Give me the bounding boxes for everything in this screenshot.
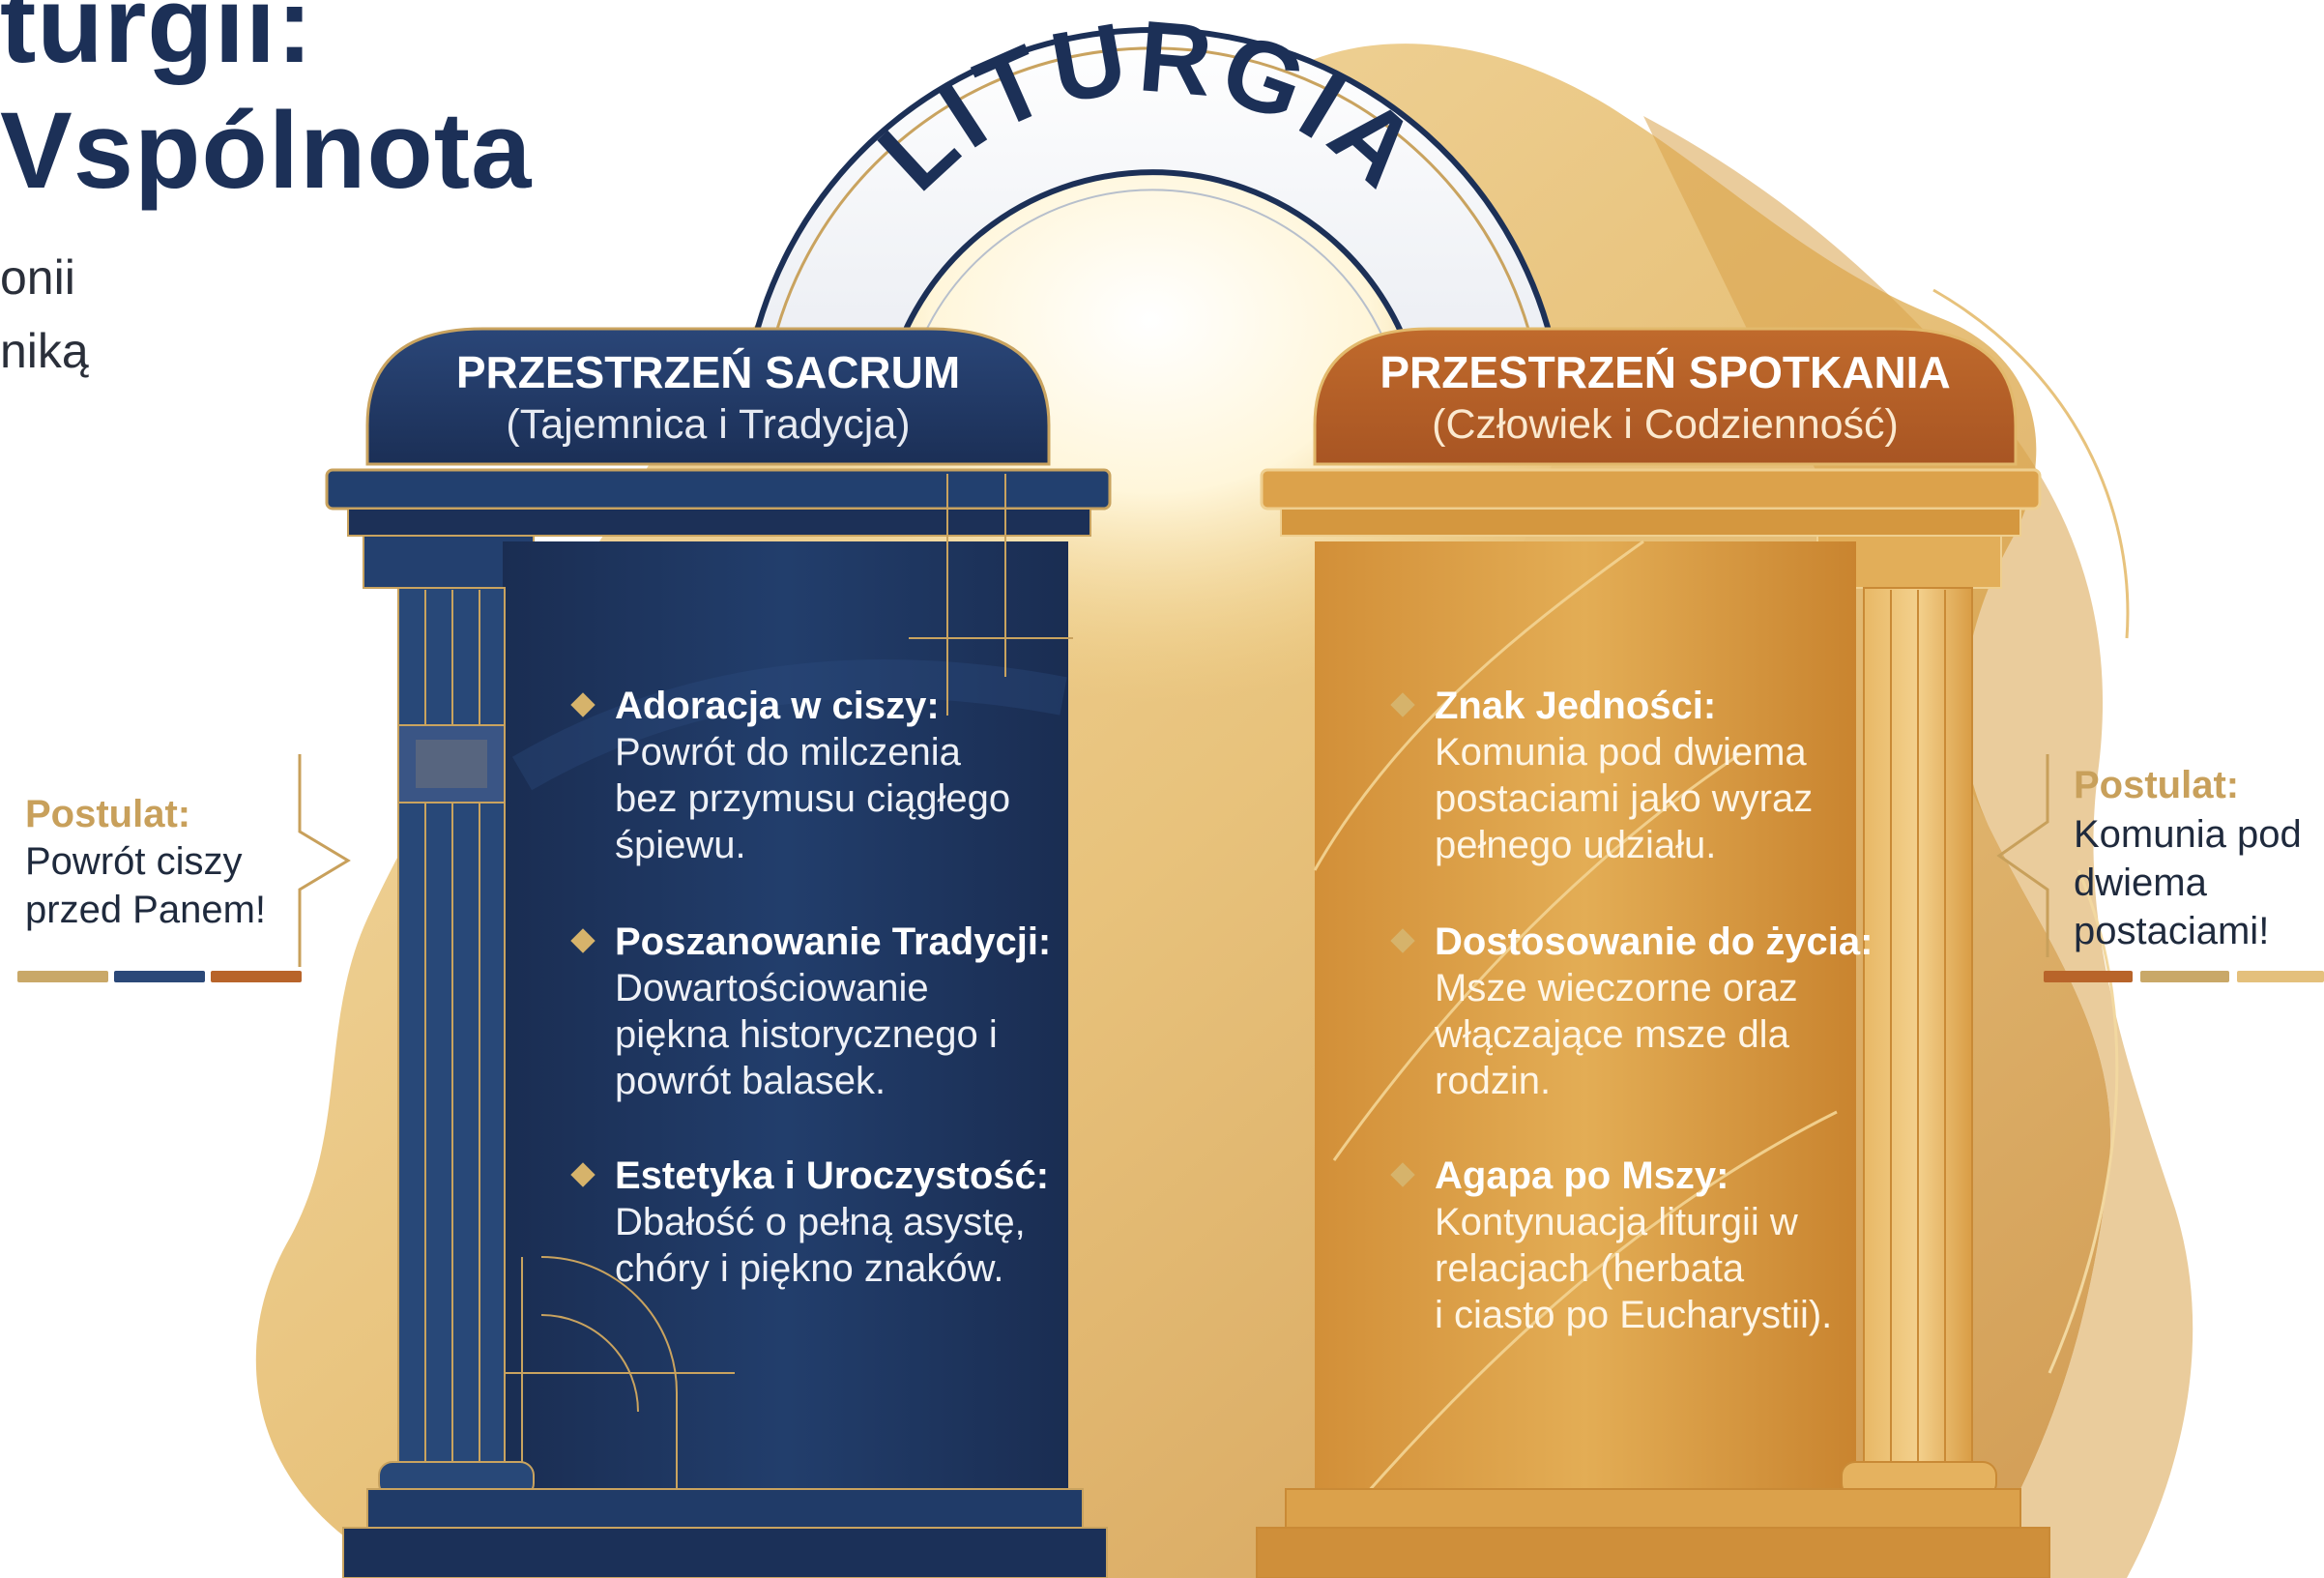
left-item-heading: Adoracja w ciszy:	[615, 685, 940, 727]
left-panel-subtitle: (Tajemnica i Tradycja)	[506, 401, 911, 448]
right-panel-subtitle: (Człowiek i Codzienność)	[1432, 401, 1899, 448]
color-stripe-gold	[17, 971, 108, 982]
left-item-tradycja: Poszanowanie Tradycji: Dowartościowanie …	[570, 919, 1156, 1104]
right-item-body: Komunia pod dwiema postaciami jako wyraz…	[1435, 731, 1814, 866]
right-item-dostosowanie: Dostosowanie do życia: Msze wieczorne or…	[1390, 919, 1976, 1104]
color-stripe-gold	[2140, 971, 2229, 982]
postulat-left-text: Powrót ciszy przed Panem!	[25, 840, 267, 931]
left-item-estetyka: Estetyka i Uroczystość: Dbałość o pełną …	[570, 1153, 1156, 1292]
right-item-jednosc: Znak Jedności: Komunia pod dwiema postac…	[1390, 683, 1976, 868]
postulat-right-label: Postulat:	[2074, 764, 2240, 806]
left-panel-graphic	[325, 327, 1112, 1578]
right-item-agapa: Agapa po Mszy: Kontynuacja liturgii w re…	[1390, 1153, 1976, 1338]
left-panel-cap	[365, 327, 1051, 466]
page-subtitle-line-2: niką	[0, 324, 89, 378]
page-title-line-2: Vspólnota	[0, 90, 533, 211]
left-item-heading: Poszanowanie Tradycji:	[615, 920, 1052, 963]
arch-ring	[741, 27, 1565, 399]
right-panel-title: PRZESTRZEŃ SPOTKANIA	[1380, 347, 1951, 397]
right-item-heading: Agapa po Mszy:	[1435, 1154, 1729, 1197]
left-panel-title: PRZESTRZEŃ SACRUM	[455, 347, 961, 397]
postulat-right-text: Komunia pod dwiema postaciami!	[2074, 813, 2302, 952]
postulat-left-bracket	[298, 754, 351, 967]
left-item-body: Dbałość o pełną asystę, chóry i piękno z…	[615, 1201, 1026, 1290]
color-stripe-copper	[211, 971, 302, 982]
left-item-body: Dowartościowanie piękna historycznego i …	[615, 967, 998, 1102]
left-item-adoracja: Adoracja w ciszy: Powrót do milczenia be…	[570, 683, 1156, 868]
left-panel-body	[503, 541, 1068, 1508]
right-item-body: Kontynuacja liturgii w relacjach (herbat…	[1435, 1201, 1833, 1336]
decorative-line	[1932, 288, 2130, 639]
left-item-body: Powrót do milczenia bez przymusu ciągłeg…	[615, 731, 1011, 866]
arch-ring-inner-line	[762, 46, 1544, 397]
right-item-heading: Znak Jedności:	[1435, 685, 1717, 727]
page-subtitle-line-1: onii	[0, 250, 75, 305]
page-title-line-1: turgii:	[0, 0, 314, 85]
right-panel-graphic	[1256, 327, 2050, 1578]
left-item-heading: Estetyka i Uroczystość:	[615, 1154, 1050, 1197]
postulat-right-bracket	[1996, 754, 2049, 957]
postulat-left-label: Postulat:	[25, 793, 191, 835]
color-stripe-light-gold	[2237, 971, 2324, 982]
right-item-heading: Dostosowanie do życia:	[1435, 920, 1874, 963]
color-stripe-copper	[2044, 971, 2133, 982]
decorative-line	[2048, 869, 2119, 1374]
right-item-body: Msze wieczorne oraz włączające msze dla …	[1435, 967, 1798, 1102]
right-panel-cap	[1313, 327, 2018, 466]
color-stripe-navy	[114, 971, 205, 982]
